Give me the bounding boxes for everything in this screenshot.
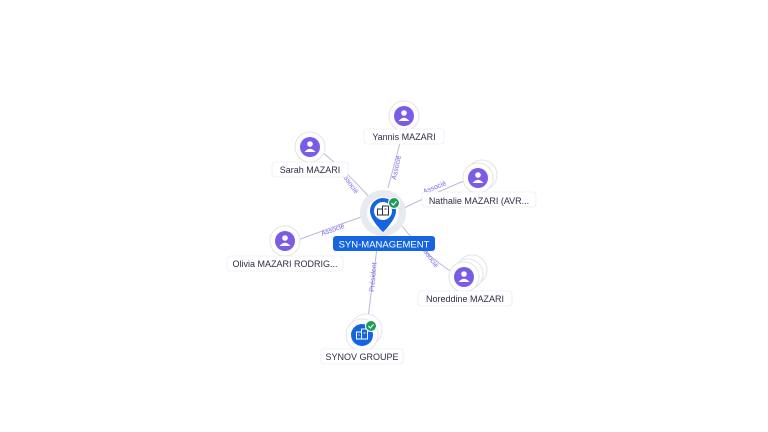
person-node-nathalie[interactable]: Nathalie MAZARI (AVR... (421, 159, 537, 208)
edge-label-olivia: Associé (320, 223, 346, 238)
verified-badge-icon (365, 320, 377, 332)
edge-synov (367, 239, 379, 319)
person-icon (458, 271, 470, 282)
person-node-olivia[interactable]: Olivia MAZARI RODRIG... (226, 225, 344, 272)
company-node-synov[interactable]: SYNOV GROUPE (320, 313, 404, 365)
building-icon (356, 328, 368, 340)
person-icon (279, 235, 291, 246)
person-label-sarah: Sarah MAZARI (280, 165, 341, 175)
person-node-yannis[interactable]: Yannis MAZARI (363, 100, 445, 145)
person-label-nathalie: Nathalie MAZARI (AVR... (429, 196, 529, 206)
person-node-sarah[interactable]: Sarah MAZARI (271, 131, 349, 178)
company-label-synov: SYNOV GROUPE (325, 352, 398, 362)
center-label: SYN-MANAGEMENT (339, 240, 430, 251)
center-node-syn-management[interactable]: SYN-MANAGEMENT (333, 190, 435, 251)
person-label-yannis: Yannis MAZARI (372, 132, 435, 142)
edge-olivia (297, 215, 365, 241)
edge-noreddine (401, 225, 453, 273)
building-icon (377, 205, 389, 216)
edge-label-yannis: Associé (391, 155, 403, 181)
person-icon (472, 172, 484, 183)
person-label-noreddine: Noreddine MAZARI (426, 294, 504, 304)
edge-label-synov: Président (369, 262, 379, 292)
verified-badge-icon (388, 197, 400, 209)
person-label-olivia: Olivia MAZARI RODRIG... (232, 259, 337, 269)
person-icon (304, 141, 316, 152)
person-node-noreddine[interactable]: Noreddine MAZARI (417, 254, 513, 307)
person-icon (398, 110, 410, 121)
